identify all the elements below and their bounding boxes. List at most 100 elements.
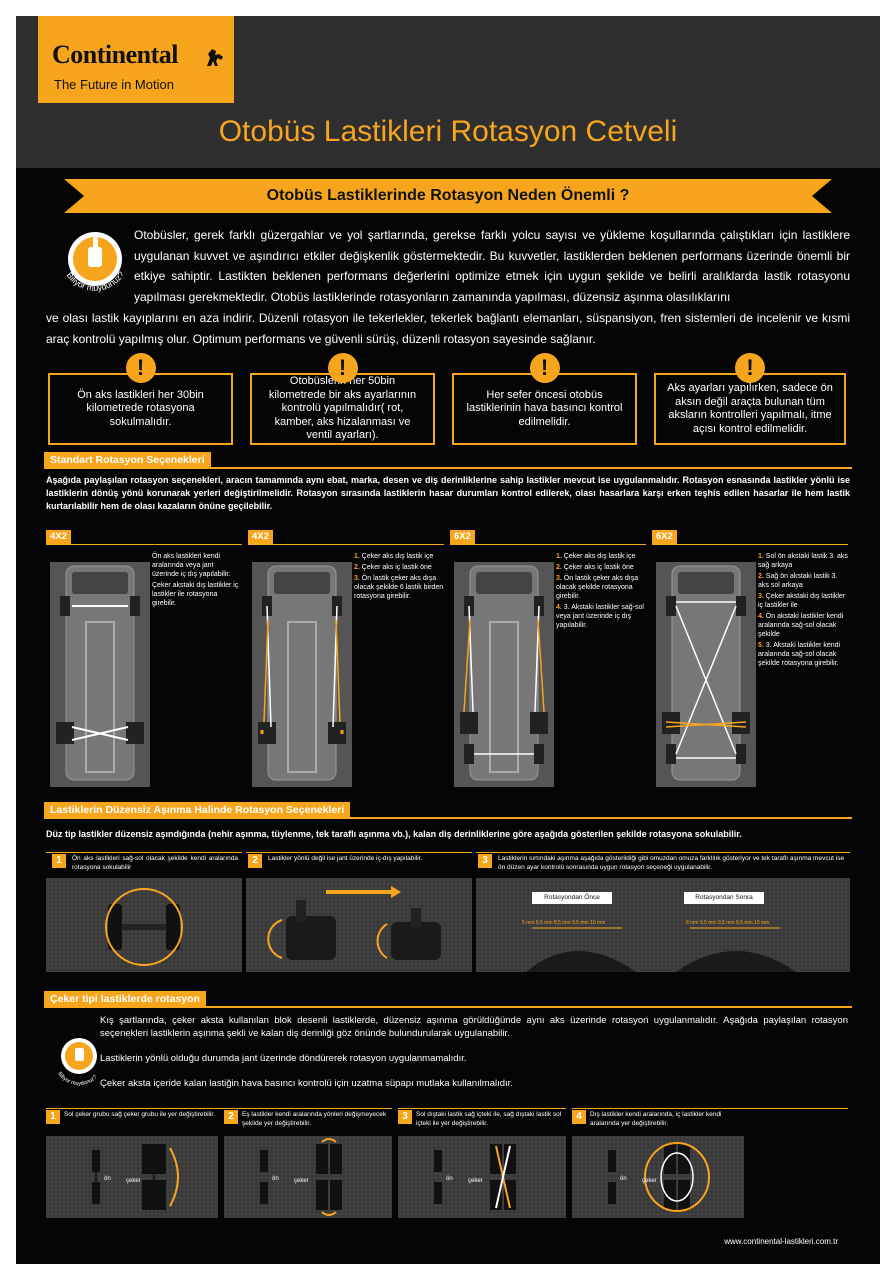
- rotation-note: 4. 3. Akstaki lastikler sağ-sol veya jan…: [556, 604, 644, 629]
- rotation-note: 3. Çeker akstaki dış lastikler iç lastik…: [758, 593, 846, 609]
- rotation-note: 1. Sol ön akstaki lastik 3. aks sağ arka…: [758, 553, 848, 569]
- traction-illustration-3: ön çeker: [398, 1136, 566, 1218]
- section-title-irregular: Lastiklerin Düzensiz Aşınma Halinde Rota…: [44, 802, 351, 818]
- before-depths: 5 mm 6,5 mm 8,5 mm 9,5 mm 10 mm: [522, 920, 606, 926]
- bus-rotation-diagram: [50, 562, 150, 787]
- svg-text:çeker: çeker: [642, 1178, 657, 1184]
- traction-illustration-2: ön çeker: [224, 1136, 392, 1218]
- rotation-note: 2. Çeker aks iç lastik öne: [556, 564, 634, 571]
- axle-config-tag: 4X2: [248, 530, 273, 544]
- page-title: Otobüs Lastikleri Rotasyon Cetveli: [218, 115, 678, 148]
- rotation-note: 5. 3. Akstaki lastikler kendi aralarında…: [758, 642, 841, 667]
- warning-text: Her sefer öncesi otobüs lastiklerinin ha…: [466, 388, 623, 428]
- warning-box: ! Ön aks lastikleri her 30bin kilometred…: [48, 353, 233, 445]
- traction-step: 1 Sol çeker grubu sağ çeker grubu ile ye…: [46, 1108, 238, 1126]
- after-depths: 8 mm 9,5 mm 9,5 mm 6,5 mm 10 mm: [686, 920, 770, 926]
- rotation-note: 1. Çeker aks dış lastik içe: [354, 553, 434, 560]
- did-you-know-badge: Biliyor muydunuz?: [65, 232, 126, 293]
- standard-text: Aşağıda paylaşılan rotasyon seçenekleri,…: [46, 475, 850, 511]
- rotation-note: 4. Ön akstaki lastikler kendi aralarında…: [758, 613, 844, 638]
- step-text: Dış lastikler kendi aralarında, iç lasti…: [590, 1111, 722, 1127]
- warning-box: ! Aks ayarları yapılırken, sadece ön aks…: [654, 353, 846, 445]
- exclamation-icon: !: [529, 353, 560, 383]
- section-banner-title: Otobüs Lastiklerinde Rotasyon Neden Önem…: [266, 187, 630, 204]
- brand-logo: Continental The Future in Motion: [38, 16, 234, 103]
- rotation-note: 3. Ön lastik çeker aks dışa olacak şekil…: [556, 575, 639, 600]
- warning-box: ! Her sefer öncesi otobüs lastiklerinin …: [452, 353, 637, 445]
- step-number: 2: [248, 854, 262, 868]
- step-number: 1: [46, 1110, 60, 1124]
- rotation-note: 3. Ön lastik çeker aks dışa olacak şekil…: [354, 575, 444, 600]
- rotation-notes: 1. Çeker aks dış lastik içe 2. Çeker aks…: [556, 552, 646, 632]
- exclamation-icon: !: [327, 353, 358, 383]
- traction-warning-2: Çeker aksta içeride kalan lastiğin hava …: [100, 1078, 513, 1089]
- step-text: Lastiklerin sırtındaki aşınma aşağıda gö…: [498, 855, 845, 871]
- tire-swap-illustration: [46, 878, 242, 972]
- brand-tagline: The Future in Motion: [54, 77, 174, 92]
- warning-text: Otobüslerin her 50bin kilometrede bir ak…: [268, 375, 417, 442]
- traction-step: 3 Sol dıştaki lastik sağ içteki ile, sağ…: [398, 1108, 566, 1127]
- step-header: 3 Lastiklerin sırtındaki aşınma aşağıda …: [476, 852, 850, 871]
- axle-config-tag: 6X2: [652, 530, 677, 544]
- front-label: ön: [104, 1176, 111, 1182]
- before-rotation-label: Rotasyondan Önce: [532, 892, 612, 904]
- traction-paragraph: Kış şartlarında, çeker aksta kullanılan …: [100, 1015, 848, 1039]
- exclamation-icon: !: [735, 353, 765, 383]
- warning-box: ! Otobüslerin her 50bin kilometrede bir …: [250, 353, 435, 445]
- traction-warning-1: Lastiklerin yönlü olduğu durumda jant üz…: [100, 1053, 467, 1064]
- svg-text:ön: ön: [446, 1176, 453, 1182]
- tire-flip-illustration: [246, 878, 472, 972]
- step-text: Lastikler yönlü değil ise jant üzerinde …: [268, 855, 423, 862]
- warning-text: Ön aks lastikleri her 30bin kilometrede …: [77, 388, 204, 428]
- rotation-notes: 1. Sol ön akstaki lastik 3. aks sağ arka…: [758, 552, 848, 670]
- svg-text:ön: ön: [620, 1176, 627, 1182]
- step-number: 1: [52, 854, 66, 868]
- poster: Continental The Future in Motion Otobüs …: [16, 16, 880, 1264]
- rotation-notes: Ön aks lastikleri kendi aralarında veya …: [152, 552, 242, 610]
- rotation-note: 2. Sağ ön akstaki lastik 3. aks sol arka…: [758, 573, 838, 589]
- brand-name: Continental: [52, 40, 178, 69]
- axle-config-tag: 6X2: [450, 530, 475, 544]
- warning-text: Aks ayarları yapılırken, sadece ön aksın…: [667, 382, 833, 435]
- traction-illustration-1: ön çeker: [46, 1136, 218, 1218]
- bus-rotation-diagram: [656, 562, 756, 787]
- divider: [44, 1006, 852, 1008]
- tread-depth-illustration: Rotasyondan Önce Rotasyondan Sonra 5 mm …: [476, 878, 850, 972]
- step-text: Eş lastikler kendi aralarında yönleri de…: [242, 1111, 387, 1127]
- step-text: Sol dıştaki lastik sağ içteki ile, sağ d…: [416, 1111, 562, 1127]
- intro-paragraph: Otobüsler, gerek farklı güzergahlar ve y…: [134, 228, 850, 304]
- step-header: 2 Lastikler yönlü değil ise jant üzerind…: [246, 852, 472, 870]
- rotation-note: 1. Çeker aks dış lastik içe: [556, 553, 636, 560]
- bus-rotation-diagram: [252, 562, 352, 787]
- svg-text:ön: ön: [272, 1176, 279, 1182]
- divider: [44, 817, 852, 819]
- traction-step: 4 Dış lastikler kendi aralarında, iç las…: [572, 1108, 848, 1127]
- step-number: 3: [478, 854, 492, 868]
- after-rotation-label: Rotasyondan Sonra: [684, 892, 764, 904]
- axle-config-tag: 4X2: [46, 530, 71, 544]
- irregular-text: Düz tip lastikler düzensiz aşındığında (…: [46, 829, 742, 839]
- exclamation-icon: !: [125, 353, 156, 383]
- svg-text:çeker: çeker: [468, 1178, 483, 1184]
- divider: [44, 467, 852, 469]
- rotation-note: Çeker akstaki dış lastikler iç lastikler…: [152, 582, 239, 607]
- horse-icon: [207, 49, 223, 66]
- rotation-note: Ön aks lastikleri kendi aralarında veya …: [152, 553, 231, 578]
- section-title-traction: Çeker tipi lastiklerde rotasyon: [44, 991, 206, 1007]
- step-header: 1 Ön aks lastikleri sağ-sol olacak şekil…: [46, 852, 242, 871]
- did-you-know-badge-small: Biliyor muydunuz?: [56, 1038, 98, 1087]
- title-banner-ribbon: [64, 179, 832, 213]
- rotation-notes: 1. Çeker aks dış lastik içe 2. Çeker aks…: [354, 552, 444, 603]
- bus-rotation-diagram: [454, 562, 554, 787]
- rotation-note: 2. Çeker aks iç lastik öne: [354, 564, 432, 571]
- section-title-standard: Standart Rotasyon Seçenekleri: [44, 452, 211, 468]
- step-text: Sol çeker grubu sağ çeker grubu ile yer …: [64, 1111, 216, 1118]
- drive-label: çeker: [126, 1178, 141, 1184]
- step-number: 4: [572, 1110, 586, 1124]
- traction-illustration-4: ön çeker: [572, 1136, 744, 1218]
- step-text: Ön aks lastikleri sağ-sol olacak şekilde…: [72, 855, 238, 871]
- traction-step: 2 Eş lastikler kendi aralarında yönleri …: [224, 1108, 392, 1127]
- svg-text:çeker: çeker: [294, 1178, 309, 1184]
- intro-paragraph-cont: ve olası lastik kayıplarını en aza indir…: [46, 311, 850, 346]
- footer-url[interactable]: www.continental-lastikleri.com.tr: [724, 1237, 838, 1246]
